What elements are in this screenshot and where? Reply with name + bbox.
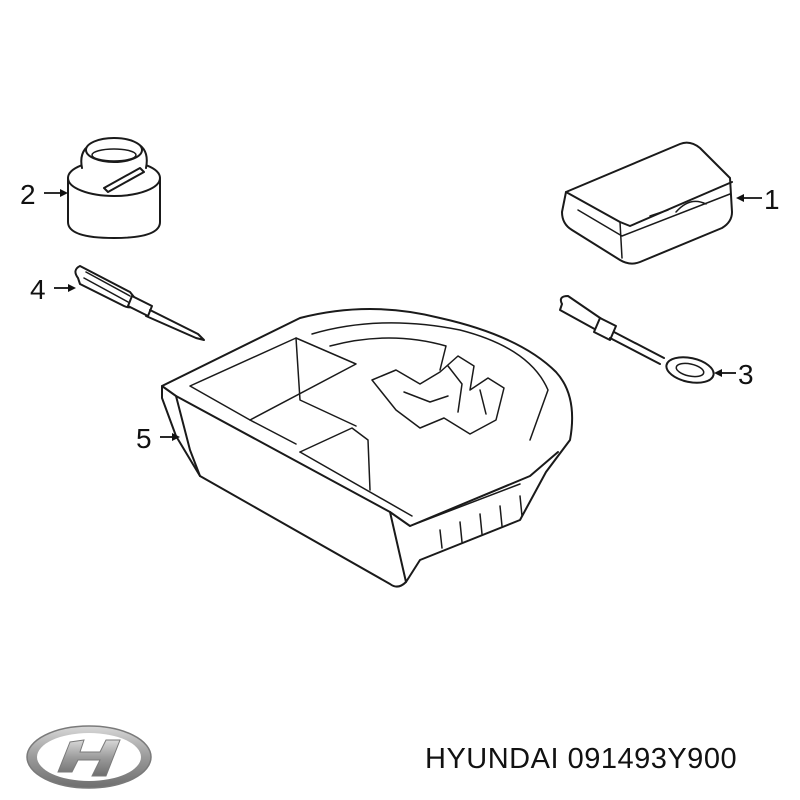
leader-5 <box>160 433 180 441</box>
leader-2 <box>44 189 68 197</box>
callout-4: 4 <box>30 274 46 305</box>
leader-1 <box>736 194 762 202</box>
callout-3: 3 <box>738 359 754 390</box>
part-2-cap <box>67 137 161 239</box>
part-5-tray <box>161 308 574 588</box>
callout-5: 5 <box>136 423 152 454</box>
part-1-box <box>561 141 733 265</box>
leader-4 <box>54 284 76 292</box>
callout-2: 2 <box>20 179 36 210</box>
part-3-wrench <box>559 295 715 384</box>
part-4-screwdriver <box>74 265 205 341</box>
part-number-caption: HYUNDAI 091493Y900 <box>425 743 738 775</box>
hyundai-logo-icon <box>26 725 152 789</box>
callout-1: 1 <box>764 184 780 215</box>
leader-3 <box>714 369 736 377</box>
